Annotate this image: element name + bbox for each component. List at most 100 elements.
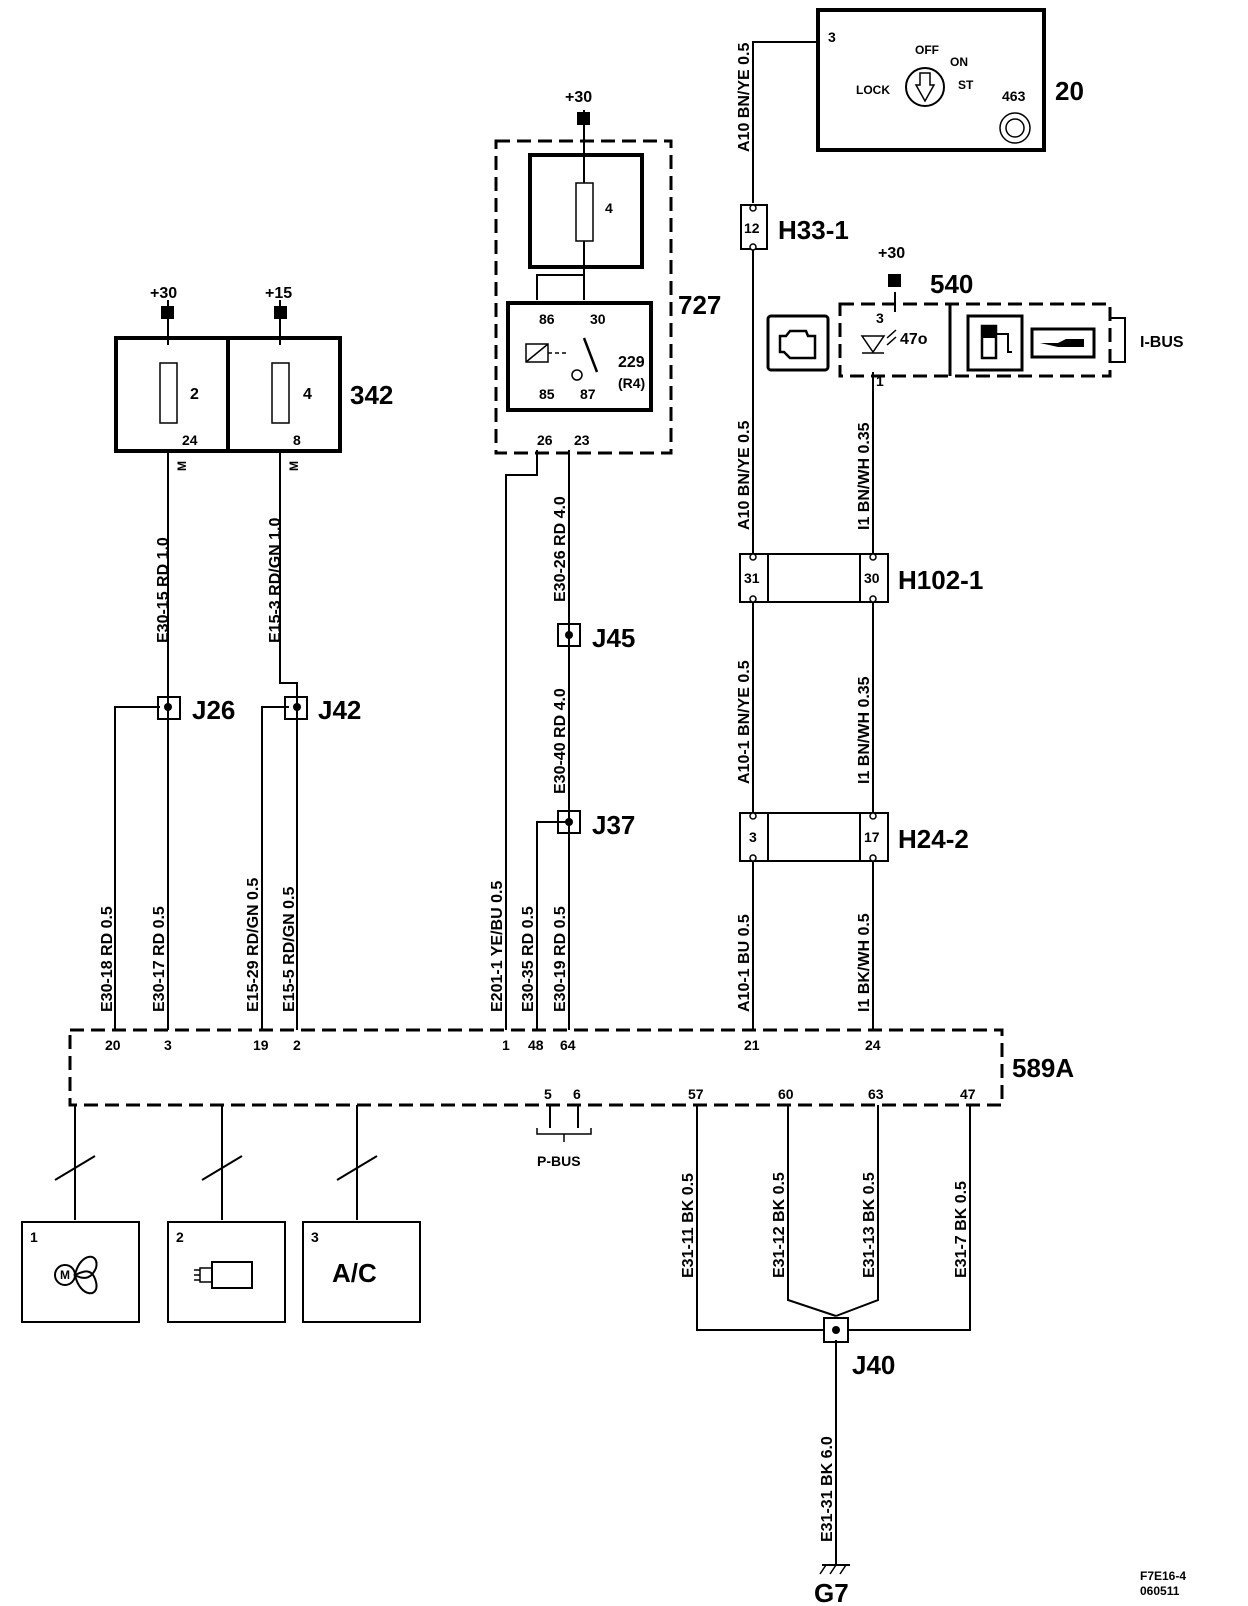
- wire-e30-40: E30-40 RD 4.0: [552, 688, 569, 794]
- wire-e201-1: E201-1 YE/BU 0.5: [489, 881, 506, 1012]
- ignition-off: OFF: [915, 43, 939, 57]
- fuse-4-label: 4: [303, 386, 312, 403]
- wire-e30-35: E30-35 RD 0.5: [520, 906, 537, 1012]
- component-id-589a: 589A: [1012, 1053, 1074, 1083]
- connector-id-h24: H24-2: [898, 824, 969, 854]
- wires: [54, 41, 971, 1565]
- component-id-540: 540: [930, 269, 973, 299]
- supply-label-30-540: +30: [878, 245, 905, 262]
- svg-text:M: M: [60, 1268, 70, 1282]
- module-pin-1: 1: [502, 1037, 510, 1053]
- relay-pin-85: 85: [539, 386, 555, 402]
- relay-sub: (R4): [618, 375, 645, 391]
- wire-i1-bottom: I1 BK/WH 0.5: [856, 913, 873, 1012]
- relay-pin-30: 30: [590, 311, 606, 327]
- wire-e30-17: E30-17 RD 0.5: [151, 906, 168, 1012]
- wire-e31-7: E31-7 BK 0.5: [953, 1181, 970, 1278]
- instrument-pin-1: 1: [876, 373, 884, 389]
- wire-labels: E30-15 RD 1.0 E15-3 RD/GN 1.0 E30-26 RD …: [99, 43, 970, 1542]
- splice-j45: J45: [592, 623, 635, 653]
- splices: J26 J42 J45 J37 J40: [157, 623, 895, 1380]
- wire-e31-12: E31-12 BK 0.5: [771, 1172, 788, 1278]
- wire-e15-5: E15-5 RD/GN 0.5: [281, 887, 298, 1012]
- wire-e31-31: E31-31 BK 6.0: [819, 1436, 836, 1542]
- load-2-number: 2: [176, 1229, 184, 1245]
- ignition-st: ST: [958, 78, 974, 92]
- module-pin-57: 57: [688, 1086, 704, 1102]
- load-3-label: A/C: [332, 1258, 377, 1288]
- wire-e31-11: E31-11 BK 0.5: [680, 1173, 697, 1278]
- p-bus-label: P-BUS: [537, 1153, 581, 1169]
- wire-e30-19: E30-19 RD 0.5: [552, 906, 569, 1012]
- supply-label-30-relay: +30: [565, 89, 592, 106]
- relay-box-727: 4 86 30 85 87 26 23 229 (R4) 727: [494, 139, 721, 455]
- ignition-switch-20: 3 OFF ON ST LOCK 463 20: [816, 8, 1084, 152]
- ground-label: G7: [814, 1578, 849, 1606]
- ignition-part-463: 463: [1002, 88, 1026, 104]
- fuse-2-label: 2: [190, 386, 199, 403]
- wire-e31-13: E31-13 BK 0.5: [861, 1172, 878, 1278]
- module-pin-3: 3: [164, 1037, 172, 1053]
- component-id-727: 727: [678, 290, 721, 320]
- h102-pin-31: 31: [744, 570, 760, 586]
- ignition-pin-3: 3: [828, 29, 836, 45]
- wire-e30-26: E30-26 RD 4.0: [552, 496, 569, 602]
- h102-pin-30: 30: [864, 570, 880, 586]
- wire-e30-15: E30-15 RD 1.0: [155, 537, 172, 643]
- supply-label-30: +30: [150, 285, 177, 302]
- wire-a10-1-bnye: A10-1 BN/YE 0.5: [736, 660, 753, 784]
- fuse-2-tag: M: [175, 461, 189, 471]
- lamp-47o: 47o: [900, 331, 928, 348]
- wire-i1-top: I1 BN/WH 0.35: [856, 422, 873, 530]
- wire-a10-mid: A10 BN/YE 0.5: [736, 421, 753, 530]
- wire-e30-18: E30-18 RD 0.5: [99, 906, 116, 1012]
- module-pin-64: 64: [560, 1037, 576, 1053]
- wire-i1-mid: I1 BN/WH 0.35: [856, 676, 873, 784]
- ignition-lock: LOCK: [856, 83, 890, 97]
- module-pin-21: 21: [744, 1037, 760, 1053]
- wire-a10-top: A10 BN/YE 0.5: [736, 43, 753, 152]
- wire-e15-29: E15-29 RD/GN 0.5: [245, 878, 262, 1012]
- splice-j37: J37: [592, 810, 635, 840]
- splice-j40: J40: [852, 1350, 895, 1380]
- instrument-pin-3: 3: [876, 310, 884, 326]
- connector-id-h33: H33-1: [778, 215, 849, 245]
- module-589a: 20 3 19 2 1 48 64 21 24 5 6 57 60 63 47 …: [68, 1028, 1074, 1169]
- module-pin-63: 63: [868, 1086, 884, 1102]
- wire-a10-1-bu: A10-1 BU 0.5: [736, 914, 753, 1012]
- load-boxes: 1 M 2 3 A/C: [21, 1221, 421, 1323]
- module-pin-20: 20: [105, 1037, 121, 1053]
- splice-j42: J42: [318, 695, 361, 725]
- module-pin-2: 2: [293, 1037, 301, 1053]
- instrument-540: 47o 3 1 I-BUS 540: [766, 269, 1184, 389]
- connector-h33-1: 12 H33-1: [740, 204, 849, 251]
- relay-pin-87: 87: [580, 386, 596, 402]
- supply-label-15: +15: [265, 285, 292, 302]
- connector-h102-1: 31 30 H102-1: [739, 553, 983, 603]
- module-pin-6: 6: [573, 1086, 581, 1102]
- i-bus-label: I-BUS: [1140, 334, 1184, 351]
- load-1-number: 1: [30, 1229, 38, 1245]
- module-pin-47: 47: [960, 1086, 976, 1102]
- relay-fuse-label: 4: [605, 200, 613, 216]
- fuse-box-342: 2 4 24 8 M M 342: [114, 336, 393, 471]
- module-pin-5: 5: [544, 1086, 552, 1102]
- relay-number: 229: [618, 354, 645, 371]
- load-3-number: 3: [311, 1229, 319, 1245]
- module-pin-60: 60: [778, 1086, 794, 1102]
- h24-pin-3: 3: [749, 829, 757, 845]
- drawing-id-code: F7E16-4: [1140, 1569, 1186, 1583]
- ground-g7: G7: [814, 1564, 850, 1606]
- h33-pin-12: 12: [744, 220, 760, 236]
- connector-id-h102: H102-1: [898, 565, 983, 595]
- ignition-on: ON: [950, 55, 968, 69]
- fuse-4-tag: M: [287, 461, 301, 471]
- module-pin-24: 24: [865, 1037, 881, 1053]
- supply-terminals: +30 +15 +30 +30: [150, 89, 905, 319]
- relay-out-pin-26: 26: [537, 432, 553, 448]
- module-pin-19: 19: [253, 1037, 269, 1053]
- component-id-342: 342: [350, 380, 393, 410]
- fuse-4-pin: 8: [293, 432, 301, 448]
- splice-j26: J26: [192, 695, 235, 725]
